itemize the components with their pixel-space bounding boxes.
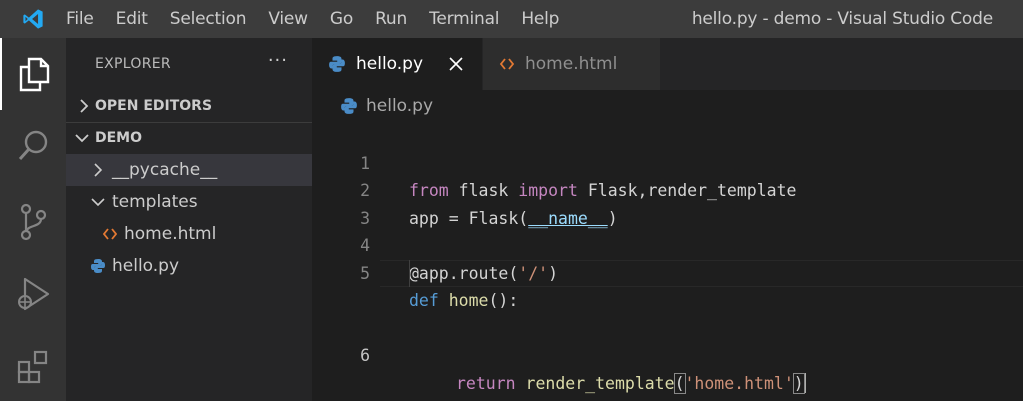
editor-area: hello.py home.html hello.py 1 from flask… [312, 38, 1023, 401]
line-content: app = Flask(__name__) [409, 208, 618, 228]
line-number: 1 [360, 153, 370, 173]
chevron-right-icon [90, 163, 106, 177]
explorer-sidebar: EXPLORER ··· OPEN EDITORS DEMO __pycache… [66, 38, 312, 401]
code-editor[interactable]: 1 from flask import Flask,render_templat… [312, 122, 1023, 394]
search-icon[interactable] [0, 110, 66, 182]
close-icon[interactable] [449, 57, 463, 71]
chevron-down-icon [90, 197, 106, 207]
menu-help[interactable]: Help [521, 9, 560, 29]
python-icon [340, 97, 358, 115]
run-debug-icon[interactable] [0, 258, 66, 330]
code-line: 4 @app.route('/') [312, 205, 1023, 283]
line-content: from flask import Flask,render_template [409, 181, 797, 200]
menu-selection[interactable]: Selection [169, 9, 247, 29]
breadcrumb[interactable]: hello.py [340, 90, 433, 122]
menu-run[interactable]: Run [375, 9, 408, 29]
tree-item-label: templates [112, 192, 198, 212]
line-content: def home(): [409, 291, 519, 310]
sidebar-title: EXPLORER [95, 56, 171, 72]
tab-label: home.html [525, 54, 618, 74]
line-content: return render_template('home.html') [456, 372, 806, 394]
tree-item-home-html[interactable]: home.html [66, 218, 312, 250]
folder-section-demo[interactable]: DEMO [66, 122, 312, 154]
code-line-current: 6 return render_template('home.html') [312, 259, 1023, 394]
line-number: 4 [360, 236, 370, 255]
indent-guide [409, 259, 410, 287]
chevron-down-icon [66, 133, 95, 143]
tab-hello-py[interactable]: hello.py [312, 38, 483, 90]
more-actions-button[interactable]: ··· [267, 50, 288, 71]
tab-label: hello.py [356, 54, 424, 74]
folder-label: DEMO [95, 130, 143, 146]
html-file-icon [102, 228, 118, 240]
text-cursor [803, 372, 806, 393]
window-title: hello.py - demo - Visual Studio Code [691, 9, 993, 29]
python-file-icon [90, 258, 106, 274]
line-number: 2 [360, 181, 370, 200]
tree-item-pycache[interactable]: __pycache__ [66, 154, 312, 186]
tree-item-label: hello.py [112, 256, 180, 276]
section-divider [66, 122, 312, 123]
line-number: 6 [360, 346, 370, 365]
extensions-icon[interactable] [0, 331, 66, 401]
line-number: 5 [360, 263, 370, 283]
tree-item-hello-py[interactable]: hello.py [66, 250, 312, 282]
tree-item-label: __pycache__ [112, 160, 218, 180]
editor-tabs: hello.py home.html [312, 38, 1023, 90]
explorer-icon[interactable] [0, 38, 66, 110]
breadcrumb-label: hello.py [366, 96, 434, 116]
chevron-right-icon [66, 99, 95, 113]
menu-bar: File Edit Selection View Go Run Terminal… [66, 0, 570, 38]
code-line: 2 app = Flask(__name__) [312, 150, 1023, 228]
title-bar: File Edit Selection View Go Run Terminal… [0, 0, 1023, 38]
vscode-logo-icon [0, 0, 66, 38]
tree-item-templates[interactable]: templates [66, 186, 312, 218]
menu-go[interactable]: Go [329, 9, 354, 29]
tree-item-label: home.html [124, 224, 217, 244]
python-icon [328, 55, 346, 73]
code-line: 3 [312, 177, 1023, 228]
open-editors-section[interactable]: OPEN EDITORS [66, 90, 312, 122]
code-line: 1 from flask import Flask,render_templat… [312, 122, 1023, 201]
source-control-icon[interactable] [0, 186, 66, 258]
menu-view[interactable]: View [268, 9, 308, 29]
activity-bar [0, 38, 66, 401]
tab-home-html[interactable]: home.html [483, 38, 661, 90]
line-content: @app.route('/') [409, 263, 559, 283]
open-editors-label: OPEN EDITORS [95, 98, 213, 114]
menu-file[interactable]: File [66, 9, 94, 29]
menu-terminal[interactable]: Terminal [429, 9, 500, 29]
line-number: 3 [360, 208, 370, 228]
menu-edit[interactable]: Edit [115, 9, 148, 29]
code-line: 5 def home(): [312, 232, 1023, 311]
current-line-highlight [380, 259, 1023, 287]
html-icon [499, 58, 515, 70]
